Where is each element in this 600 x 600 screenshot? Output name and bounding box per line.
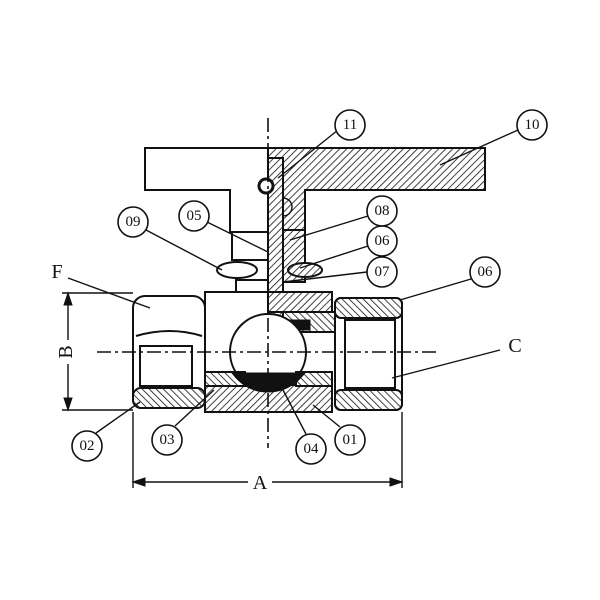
- svg-text:01: 01: [343, 432, 358, 448]
- right-nut-bore: [344, 319, 396, 389]
- svg-text:06: 06: [478, 264, 494, 280]
- dimension-b-label: B: [55, 345, 77, 358]
- washer-06: [287, 262, 323, 278]
- dimension-c-label: C: [508, 335, 521, 357]
- left-nut-hex: [135, 330, 203, 337]
- callout-05: 05: [178, 200, 210, 232]
- left-nut-bottom: [132, 387, 206, 409]
- svg-text:10: 10: [525, 117, 540, 133]
- callout-02: 02: [71, 430, 103, 462]
- right-nut-top: [334, 297, 403, 319]
- nut-09: [216, 261, 258, 279]
- callout-07: 07: [366, 256, 398, 288]
- callout-01: 01: [334, 424, 366, 456]
- callout-06: 06: [366, 225, 398, 257]
- dimension-a-label: A: [253, 472, 268, 494]
- svg-text:06: 06: [375, 233, 391, 249]
- svg-text:09: 09: [126, 214, 141, 230]
- callout-06-right: 06: [469, 256, 501, 288]
- bonnet: [267, 291, 333, 313]
- svg-text:04: 04: [304, 441, 320, 457]
- right-nut-bottom: [334, 389, 403, 411]
- pin-11: [257, 177, 275, 195]
- callout-08: 08: [366, 195, 398, 227]
- svg-text:03: 03: [160, 432, 175, 448]
- svg-text:07: 07: [375, 264, 391, 280]
- svg-text:11: 11: [343, 117, 357, 133]
- svg-text:08: 08: [375, 203, 390, 219]
- svg-text:02: 02: [80, 438, 95, 454]
- callout-03: 03: [151, 424, 183, 456]
- callout-11: 11: [334, 109, 366, 141]
- callout-09: 09: [117, 206, 149, 238]
- callout-10: 10: [516, 109, 548, 141]
- stem-base: [235, 279, 269, 293]
- svg-text:05: 05: [187, 208, 202, 224]
- dimension-f-label: F: [51, 261, 62, 283]
- callout-04: 04: [295, 433, 327, 465]
- seat-bottom: [231, 372, 307, 393]
